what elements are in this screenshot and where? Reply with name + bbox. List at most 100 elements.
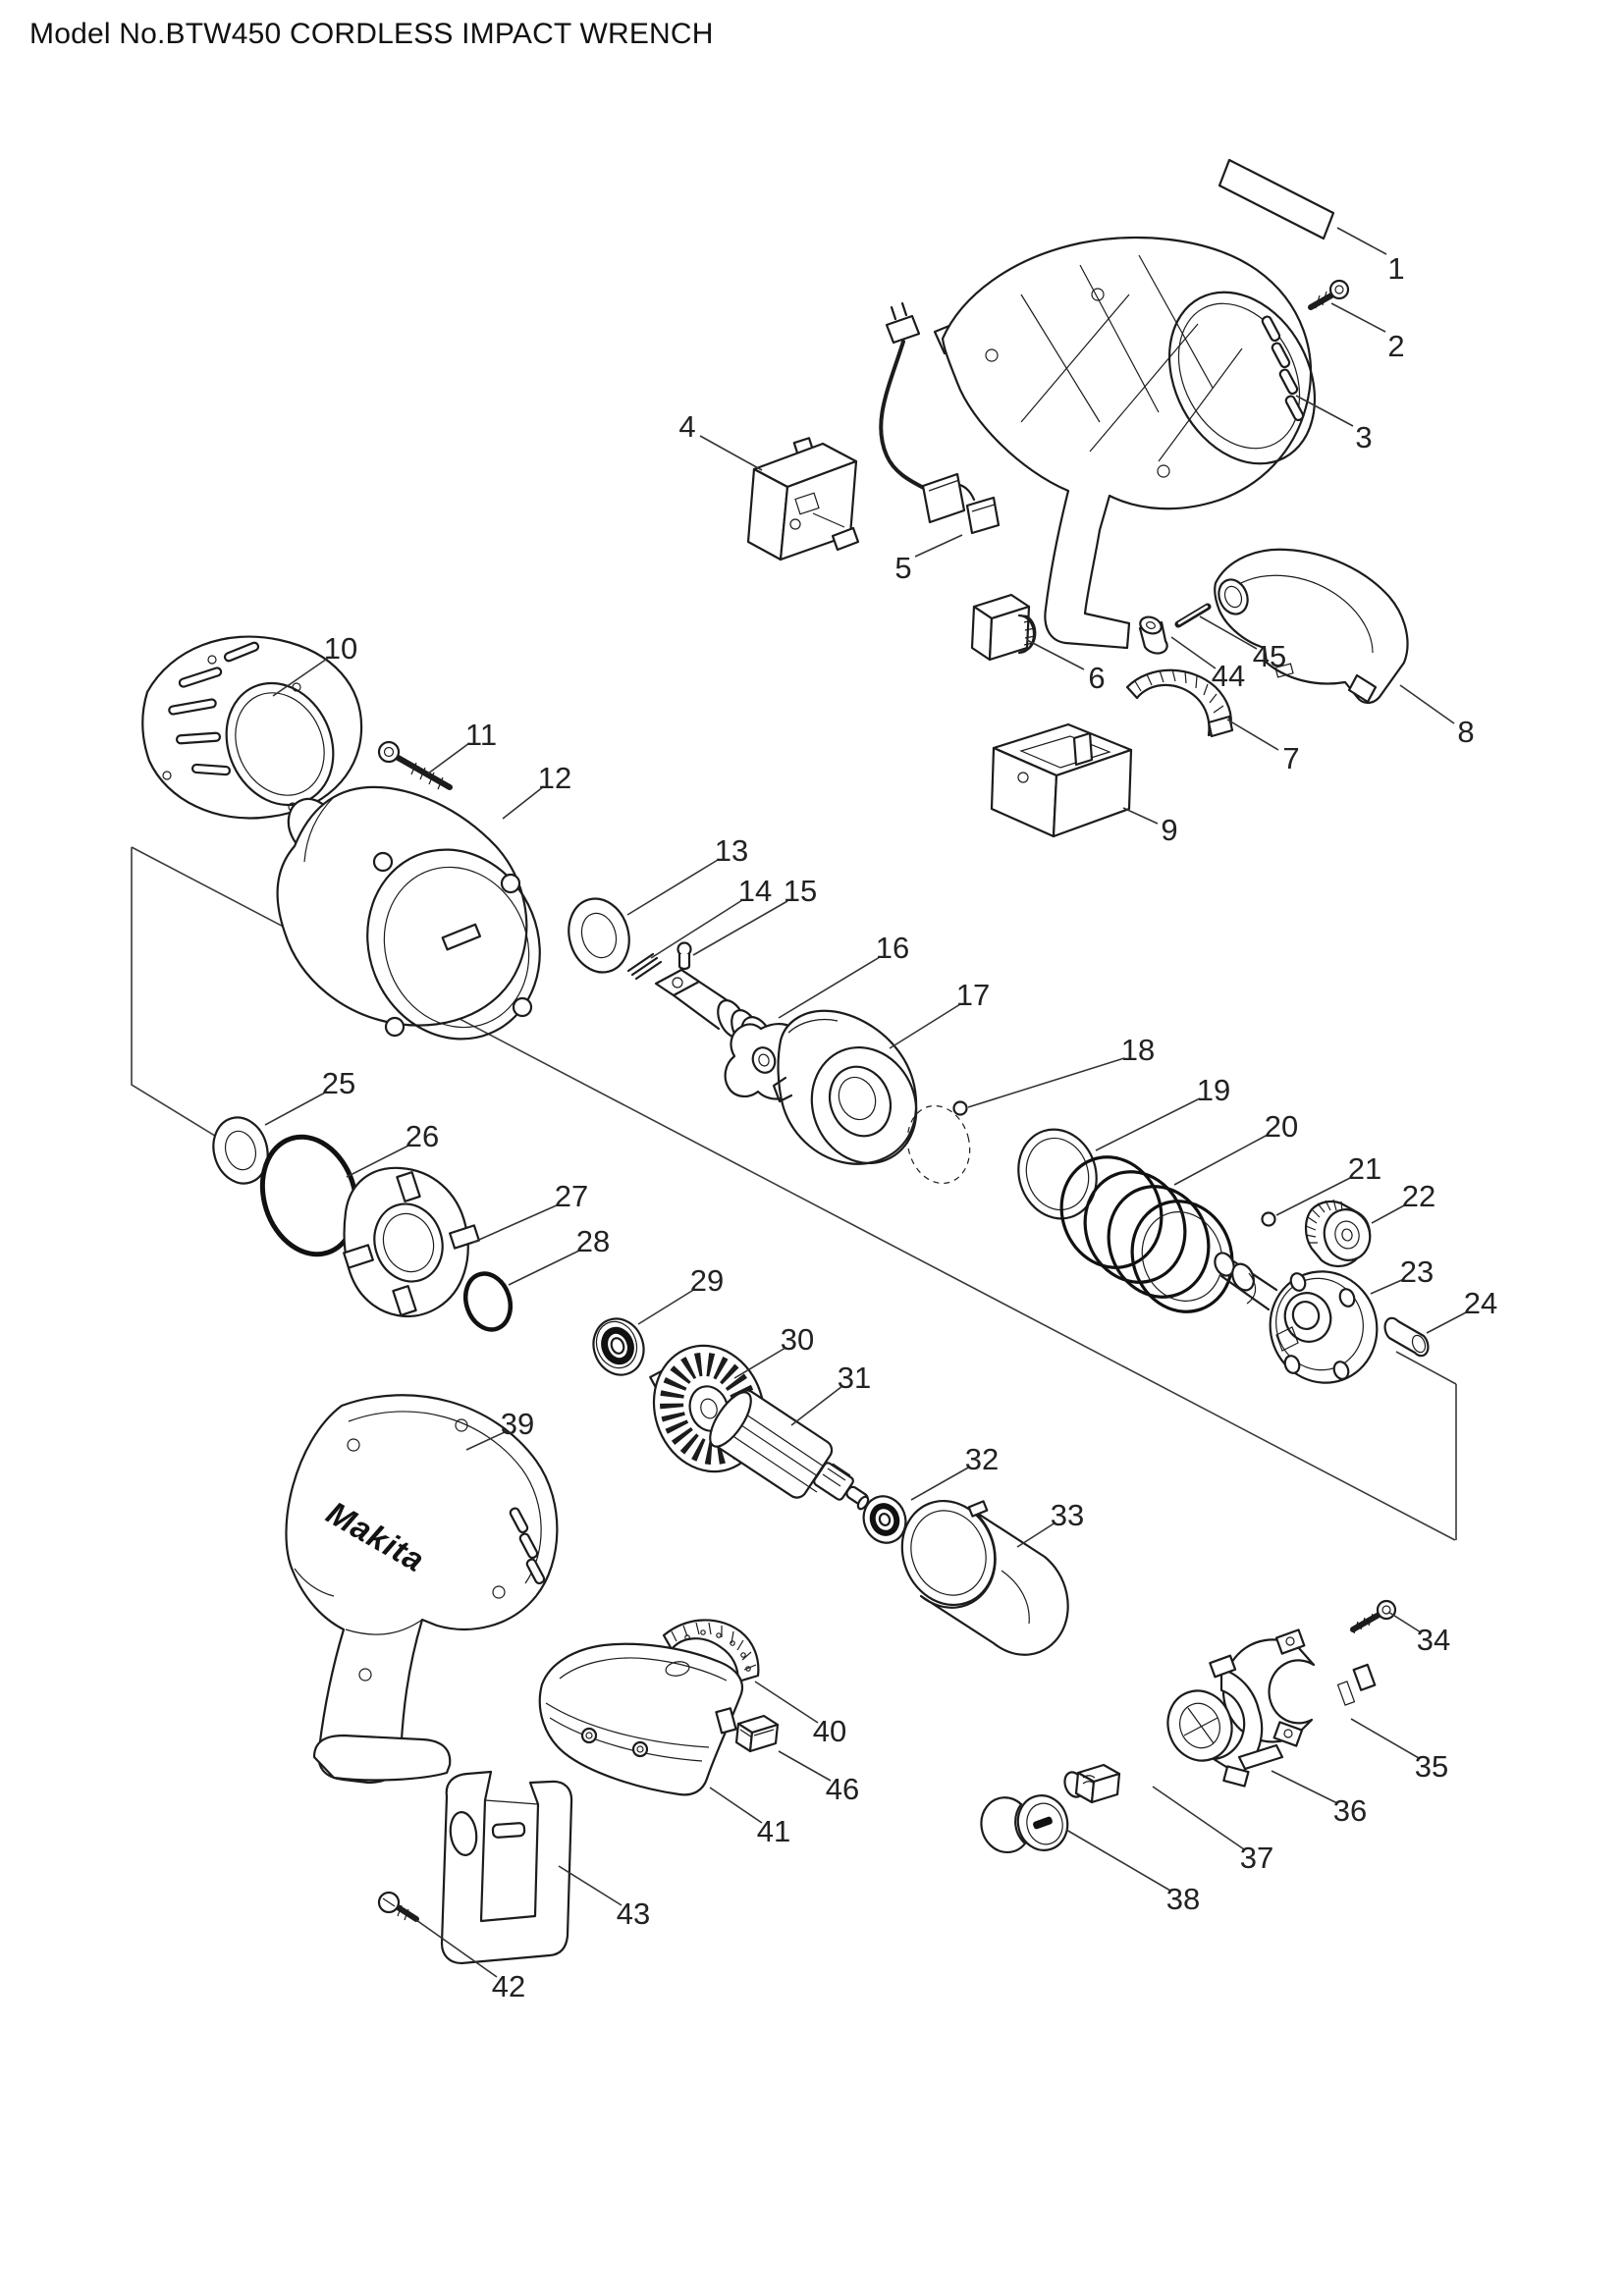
leader-line-20 [1173,1134,1269,1186]
leader-line-42 [415,1919,498,1978]
part-label-44: 44 [1212,659,1245,693]
leader-line-8 [1399,684,1455,724]
part-label-9: 9 [1161,813,1177,847]
part-label-21: 21 [1348,1151,1381,1186]
leader-line-15 [692,900,788,956]
leader-line-9 [1122,807,1159,825]
part-39-motor-housing: Makita [285,1394,559,1785]
leader-line-31 [790,1385,843,1426]
part-31-armature [709,1389,870,1511]
leader-line-43 [558,1865,623,1906]
part-10-hammer-case-cover [141,635,363,820]
part-5-controller-wires [879,301,1001,535]
leader-line-1 [1336,227,1387,255]
part-label-19: 19 [1197,1073,1230,1107]
leader-line-22 [1371,1203,1407,1224]
part-40-grip-strip [662,1619,760,1683]
part-21-steel-ball [1261,1211,1276,1227]
leader-line-45 [1199,615,1258,650]
part-label-17: 17 [956,978,990,1012]
part-9-terminal-block [990,722,1133,838]
leader-line-39 [465,1430,508,1451]
part-label-41: 41 [757,1814,790,1848]
leader-line-23 [1370,1278,1405,1295]
leader-line-5 [914,534,963,558]
part-label-25: 25 [322,1066,355,1100]
part-label-27: 27 [555,1179,588,1213]
part-19-washer [1017,1128,1098,1220]
part-29-ball-bearing [592,1317,645,1376]
part-24-pin [1383,1316,1430,1358]
leader-line-40 [754,1681,819,1724]
part-44-cushion [1138,615,1168,655]
part-41-base-cover [538,1642,743,1796]
part-32-ball-bearing [862,1495,907,1544]
part-label-16: 16 [876,931,909,965]
leader-line-36 [1271,1770,1338,1804]
leader-line-38 [1065,1829,1171,1892]
part-6-switch-button [970,593,1037,662]
leader-line-11 [427,742,470,774]
part-label-3: 3 [1355,420,1372,454]
part-7-change-lever [1125,668,1234,738]
leader-line-17 [889,1003,961,1049]
leader-line-29 [637,1288,696,1325]
leader-line-14 [650,899,743,959]
part-label-30: 30 [781,1322,814,1357]
part-label-38: 38 [1166,1882,1200,1916]
part-26-o-ring [259,1134,359,1257]
part-20-spring [1059,1155,1234,1313]
part-38-brush-cap [980,1794,1069,1854]
leader-line-18 [967,1057,1125,1108]
part-43-hook-bracket [440,1770,573,1965]
leader-line-6 [1026,639,1085,670]
part-label-5: 5 [894,551,911,585]
part-label-11: 11 [465,718,497,752]
part-label-8: 8 [1457,715,1474,749]
part-2-screw [1308,279,1350,310]
part-36-brush-holder-left [1166,1654,1284,1788]
leader-line-44 [1170,636,1217,669]
part-label-42: 42 [492,1969,525,2003]
leader-line-4 [699,435,763,471]
part-label-39: 39 [501,1407,534,1441]
part-8-rear-cover [1214,548,1409,705]
part-label-6: 6 [1088,661,1105,695]
leader-line-33 [1016,1522,1056,1548]
part-label-31: 31 [838,1361,871,1395]
part-3-housing-right [933,236,1317,650]
part-label-2: 2 [1387,329,1404,363]
part-12-hammer-case [276,785,541,1041]
part-25-flat-washer [212,1116,269,1185]
part-label-36: 36 [1333,1793,1367,1828]
part-label-7: 7 [1282,741,1299,775]
leader-line-27 [471,1203,560,1244]
leader-line-35 [1350,1718,1420,1759]
part-18-steel-ball [906,1100,971,1185]
part-label-34: 34 [1417,1623,1450,1657]
leader-line-32 [910,1466,971,1501]
part-34-screw [1350,1599,1397,1634]
part-label-4: 4 [678,409,695,444]
part-label-23: 23 [1400,1255,1434,1289]
leader-line-10 [272,656,331,697]
part-1-name-plate [1218,158,1335,240]
leader-line-2 [1330,302,1386,333]
part-label-29: 29 [690,1263,724,1298]
part-label-37: 37 [1240,1841,1273,1875]
part-15-stopper [677,941,692,971]
part-33-yoke [900,1499,1069,1656]
leader-line-37 [1152,1786,1245,1850]
part-45-pin [1174,603,1212,628]
leader-line-30 [733,1347,786,1379]
leader-line-19 [1095,1097,1201,1151]
leader-line-26 [346,1144,411,1178]
part-label-28: 28 [576,1224,610,1258]
leader-line-16 [778,956,881,1019]
part-label-35: 35 [1415,1749,1448,1784]
part-label-13: 13 [715,833,748,868]
part-label-45: 45 [1253,639,1286,673]
